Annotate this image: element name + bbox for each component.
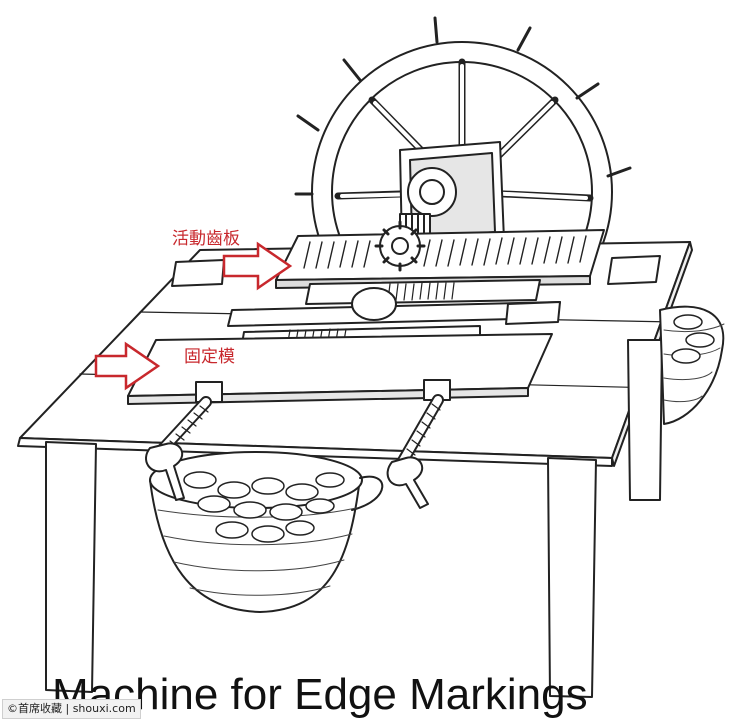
upper-slots bbox=[171, 255, 661, 327]
table-legs bbox=[45, 339, 663, 698]
movable-rack-label: 活動齒板 bbox=[172, 229, 240, 249]
clamp-screw-left bbox=[145, 381, 223, 501]
coin-basket-back bbox=[659, 305, 725, 425]
callout-arrow-movable-rack bbox=[222, 241, 293, 291]
callout-arrow-fixed-die bbox=[94, 341, 161, 391]
site-watermark: ©首席收藏 | shouxi.com bbox=[2, 699, 141, 719]
coin-basket-front bbox=[149, 451, 384, 613]
clamp-screw-right bbox=[386, 379, 451, 509]
fixed-die-label: 固定模 bbox=[184, 347, 235, 367]
figure-caption: Machine for Edge Markings bbox=[52, 670, 588, 719]
gear-housing bbox=[399, 141, 505, 255]
coin-slot-mechanism bbox=[241, 279, 561, 345]
